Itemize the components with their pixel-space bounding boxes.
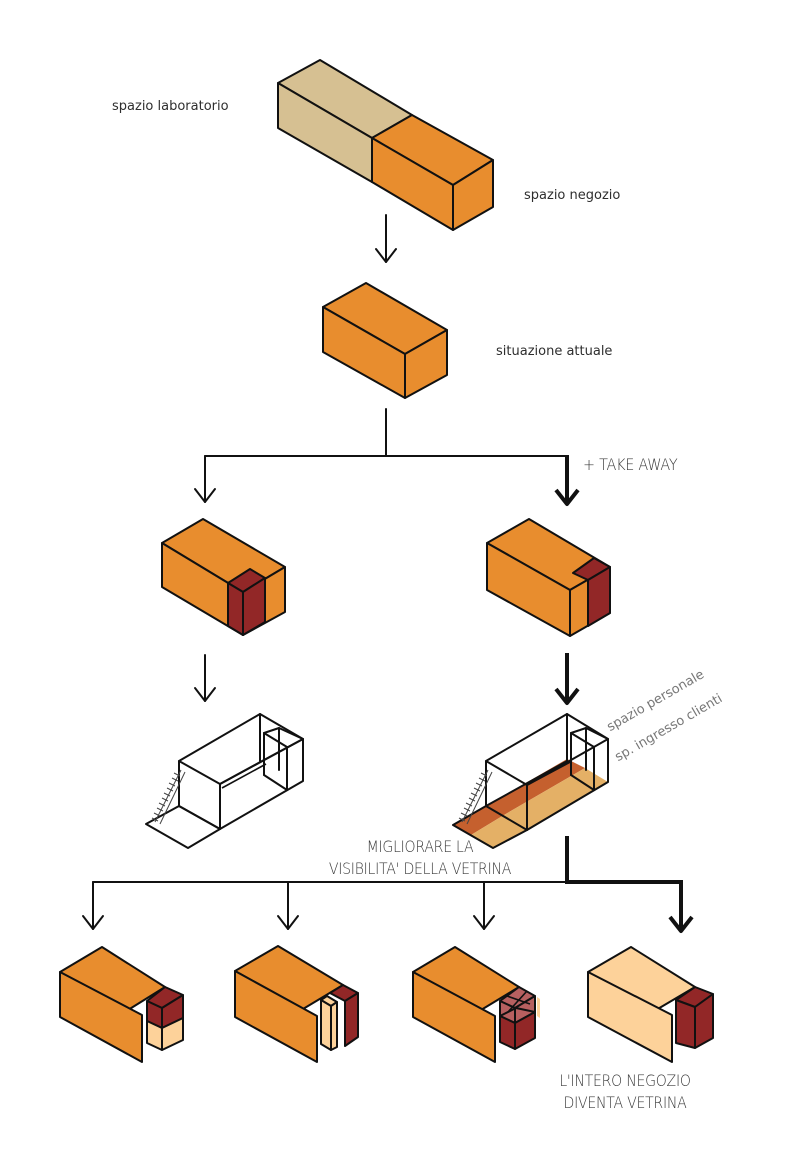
option-b-wireframe xyxy=(452,713,609,849)
label-improve-visibility: MIGLIORARE LA VISIBILITA' DELLA VETRINA xyxy=(270,836,569,880)
shop-side-face xyxy=(452,159,494,231)
label-take-away: + TAKE AWAY xyxy=(583,455,678,474)
option-a-volume xyxy=(161,518,286,636)
variant-3-volume xyxy=(412,946,540,1063)
label-lab-space: spazio laboratorio xyxy=(112,99,229,114)
arrow-down-left xyxy=(194,654,216,702)
label-current-situation: situazione attuale xyxy=(496,344,613,359)
variant-2-volume xyxy=(234,945,359,1063)
current-volume xyxy=(322,282,448,399)
label-shop-space: spazio negozio xyxy=(524,188,621,203)
variant-4-volume xyxy=(587,946,714,1063)
stair-icon xyxy=(151,769,186,825)
label-whole-shop-line1: L'INTERO NEGOZIO xyxy=(559,1071,691,1090)
current-side-face xyxy=(404,329,448,399)
stair-icon xyxy=(458,769,493,825)
customer-zone-floor xyxy=(471,768,608,848)
distribution-connector xyxy=(82,836,694,933)
initial-volume xyxy=(277,59,494,231)
branch-connector xyxy=(194,408,580,506)
label-improve-line2: VISIBILITA' DELLA VETRINA xyxy=(328,859,512,878)
arrow-down xyxy=(375,214,397,263)
option-b-volume xyxy=(486,518,611,637)
label-whole-shop-line2: DIVENTA VETRINA xyxy=(563,1093,687,1112)
option-a-wireframe xyxy=(145,713,304,849)
staff-zone-floor xyxy=(453,759,585,835)
arrow-down-right-bold xyxy=(554,653,580,705)
variant-1-volume xyxy=(59,946,184,1063)
label-improve-line1: MIGLIORARE LA xyxy=(366,837,474,856)
label-whole-shop-window: L'INTERO NEGOZIO DIVENTA VETRINA xyxy=(541,1070,708,1114)
